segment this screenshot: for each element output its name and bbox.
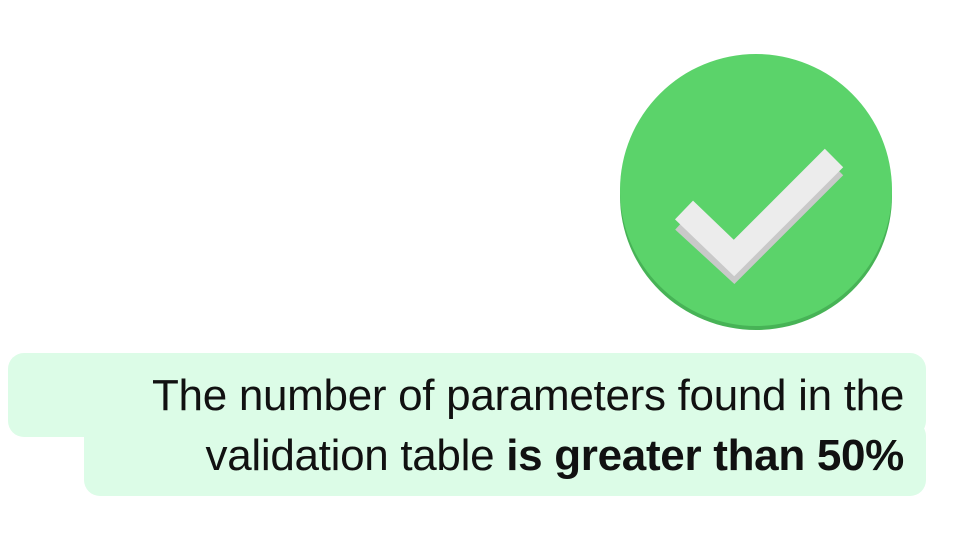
caption-emphasis: is greater than 50% (506, 431, 904, 480)
caption-line-1: The number of parameters found in the (151, 371, 904, 420)
validation-result-caption: The number of parameters found in the va… (24, 366, 904, 486)
check-circle-icon (620, 54, 892, 330)
caption-line-2: validation table is greater than 50% (24, 426, 905, 486)
caption-highlight-bottom (84, 420, 926, 496)
caption-line-2-text: validation table (205, 431, 495, 480)
